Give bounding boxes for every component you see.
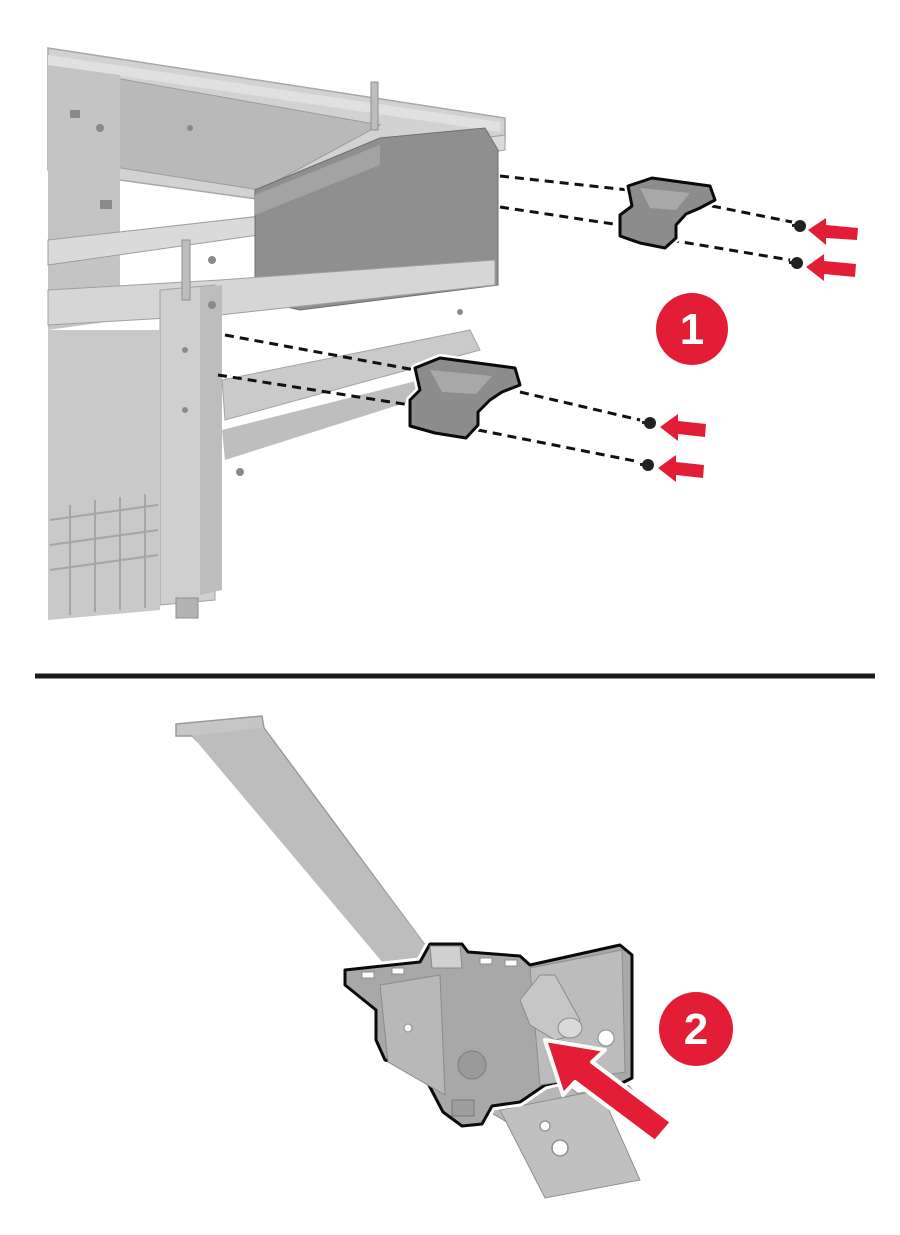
lower-mounting-bracket: [406, 354, 524, 442]
extension-rail: [175, 715, 642, 1199]
screws: [640, 220, 806, 471]
alignment-guide-lines: [217, 174, 793, 464]
left-arrow-icon: [808, 218, 858, 245]
screw-icon: [789, 257, 803, 269]
screw-icon: [792, 220, 806, 232]
step-1-badge: 1: [656, 293, 728, 365]
left-arrow-icon: [658, 455, 704, 482]
push-arrow-icon: [543, 1038, 674, 1144]
screw-icon: [640, 459, 654, 471]
screw-icon: [642, 417, 656, 429]
cabinet-frame: [47, 47, 506, 620]
step-1-number: 1: [680, 305, 704, 354]
step-2-number: 2: [684, 1005, 708, 1054]
step-2-panel: 2: [175, 715, 733, 1199]
insert-arrows: [658, 218, 858, 482]
step-2-badge: 2: [659, 992, 733, 1066]
step-1-panel: 1: [47, 47, 858, 620]
left-arrow-icon: [806, 254, 856, 281]
left-arrow-icon: [660, 414, 706, 441]
upper-mounting-bracket: [616, 174, 719, 252]
